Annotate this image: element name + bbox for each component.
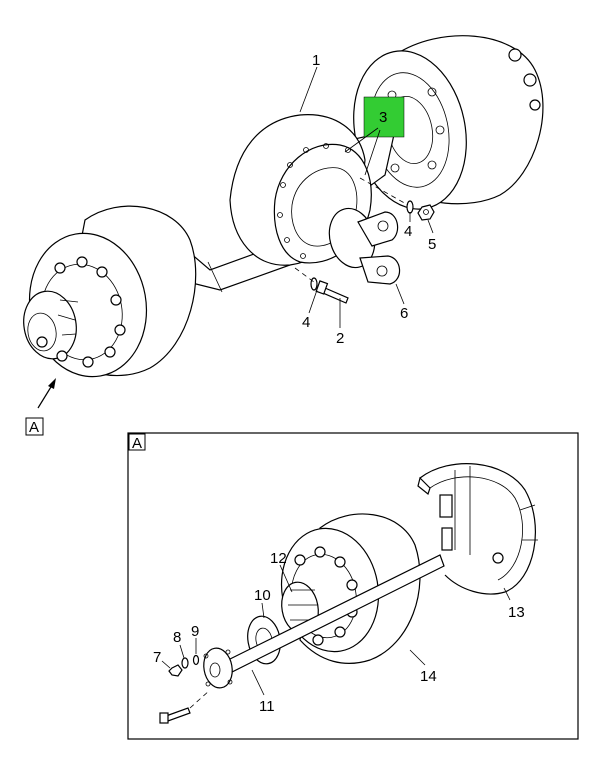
callout-10: 10 [254,587,271,604]
fastener-nut-5 [417,204,435,221]
callout-5: 5 [428,236,436,253]
callout-4-lower: 4 [302,314,310,331]
detail-parts [159,463,538,724]
callout-2: 2 [336,330,344,347]
detail-stud [159,707,191,724]
detail-title-box [128,433,146,451]
detail-axle-shaft [203,554,445,689]
callout-12: 12 [270,550,287,567]
detail-nut-7 [168,664,183,677]
fastener-washer-4-upper [406,200,414,214]
detail-leaders [161,564,511,696]
callout-14: 14 [420,668,437,685]
brake-shoe-assembly [417,463,538,595]
detail-title: A [132,435,142,452]
callout-4-upper: 4 [404,223,412,240]
near-brake-drum [23,205,197,378]
detail-brake-drum [280,513,421,664]
fastener-washer-4-lower [310,277,318,291]
callout-13: 13 [508,604,525,621]
view-reference-label: A [29,419,39,436]
detail-washer-9 [192,654,200,666]
detail-washer-8 [181,657,189,669]
upper-leaders [299,66,434,328]
callout-7: 7 [153,649,161,666]
view-arrow-head [48,378,56,389]
detail-frame [127,432,579,740]
callout-3-highlight [363,96,405,138]
fastener-bolt-2 [315,280,349,304]
callout-9: 9 [191,623,199,640]
pinion-yoke [328,207,401,285]
axle-assembly [23,35,544,409]
callout-3: 3 [379,109,387,126]
callout-11: 11 [259,698,275,715]
callout-6: 6 [400,305,408,322]
callout-1: 1 [312,52,320,69]
callout-8: 8 [173,629,181,646]
view-reference-box [25,417,44,436]
